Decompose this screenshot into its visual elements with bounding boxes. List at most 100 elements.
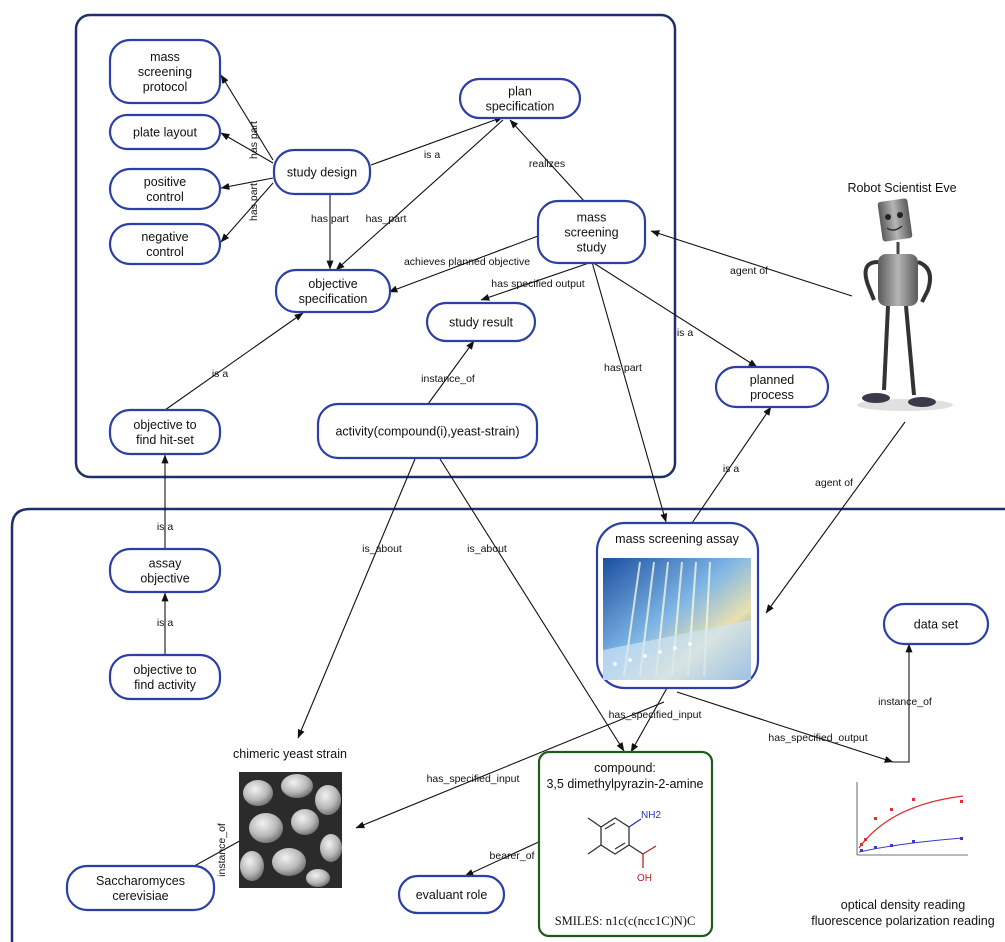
node-plan-specification-line-2: specification bbox=[486, 100, 555, 114]
edge-label-instance-of-data: instance_of bbox=[878, 696, 932, 708]
node-objective-hitset-line-1: objective to bbox=[133, 418, 196, 432]
edge-design-plate bbox=[220, 132, 274, 164]
node-compound: compound: 3,5 dimethylpyrazin-2-amine NH… bbox=[537, 750, 714, 938]
node-evaluant-role-line-1: evaluant role bbox=[416, 888, 488, 902]
edge-robot-study bbox=[650, 230, 853, 297]
node-mass-screening-protocol-line-2: screening bbox=[138, 65, 192, 79]
node-planned-process-line-1: planned bbox=[750, 373, 795, 387]
edge-assay-process bbox=[691, 406, 772, 524]
molecule-structure bbox=[587, 817, 657, 868]
robot-caption: Robot Scientist Eve bbox=[847, 181, 956, 195]
node-positive-control-line-2: control bbox=[146, 190, 184, 204]
edge-label-realizes: realizes bbox=[529, 158, 565, 170]
node-saccharomyces-line-1: Saccharomyces bbox=[96, 874, 185, 888]
node-positive-control-line-1: positive bbox=[144, 175, 186, 189]
molecule-nh2: NH2 bbox=[641, 810, 661, 821]
node-plate-layout-line-1: plate layout bbox=[133, 126, 197, 140]
node-study-result: study result bbox=[425, 301, 537, 343]
node-negative-control-line-2: control bbox=[146, 245, 184, 259]
chimeric-caption: chimeric yeast strain bbox=[233, 747, 347, 761]
edge-design-protocol bbox=[220, 74, 274, 161]
edge-activity-yeast bbox=[297, 458, 416, 739]
node-study-result-line-1: study result bbox=[449, 316, 513, 330]
smiles-caption: SMILES: n1c(c(ncc1C)N)C bbox=[555, 914, 696, 928]
edge-label-instance-of-yeast: instance_of bbox=[216, 823, 228, 877]
edge-assay-yeast bbox=[355, 701, 665, 829]
node-objective-activity-line-1: objective to bbox=[133, 663, 196, 677]
edge-label-has-part-under: has_part bbox=[366, 213, 407, 225]
optical-density-chart bbox=[842, 778, 972, 866]
edge-activity-compound bbox=[439, 458, 625, 752]
edge-activity-result bbox=[427, 340, 475, 405]
edge-robot-assay bbox=[765, 421, 906, 614]
edge-label-is-a-process: is a bbox=[677, 327, 694, 339]
node-mass-screening-study-line-2: screening bbox=[564, 226, 618, 240]
node-data-set: data set bbox=[882, 602, 990, 646]
yeast-micrograph bbox=[239, 772, 342, 888]
node-study-design-line-1: study design bbox=[287, 166, 357, 180]
optical-caption: optical density reading bbox=[841, 898, 965, 912]
node-compound-line1: compound: bbox=[594, 761, 656, 775]
edge-label-has-specified-input-yeast: has_specified_input bbox=[427, 773, 520, 785]
node-mass-screening-protocol-line-1: mass bbox=[150, 50, 180, 64]
node-plan-specification-line-1: plan bbox=[508, 85, 532, 99]
edge-label-has-part-study: has part bbox=[311, 213, 349, 225]
edge-study-result bbox=[480, 261, 593, 301]
edge-label-bearer-of: bearer_of bbox=[490, 850, 535, 862]
node-negative-control-line-1: negative bbox=[141, 230, 188, 244]
edge-study-process bbox=[591, 261, 758, 368]
edge-label-has-part-1: has part bbox=[248, 121, 260, 159]
edge-label-is-a-assay: is a bbox=[723, 463, 740, 475]
edge-hitset-objective bbox=[164, 312, 304, 411]
edge-study-objective bbox=[388, 235, 539, 293]
edge-label-has-specified-input-compound: has_specified_input bbox=[609, 709, 702, 721]
fluorescence-caption: fluorescence polarization reading bbox=[811, 914, 994, 928]
node-study-design: study design bbox=[272, 148, 372, 196]
node-data-set-line-1: data set bbox=[914, 618, 959, 632]
edge-label-instance-of-activity: instance_of bbox=[421, 373, 475, 385]
edge-label-agent-of-study: agent of bbox=[730, 265, 768, 277]
robot-eve-image bbox=[857, 198, 953, 411]
edge-label-is-a-hitset: is a bbox=[157, 521, 174, 533]
node-objective-hitset-line-2: find hit-set bbox=[136, 433, 194, 447]
edge-data-dataset bbox=[893, 643, 913, 763]
edge-label-has-specified-output-result: has specified output bbox=[491, 278, 584, 290]
edge-design-positive bbox=[220, 177, 274, 190]
edge-label-has-specified-output-data: has_specified_output bbox=[768, 732, 867, 744]
node-assay-objective-line-1: assay bbox=[149, 557, 182, 571]
edge-label-has-part-2: has part bbox=[248, 183, 260, 221]
edge-label-is-a-assayobj: is a bbox=[157, 617, 174, 629]
node-mass-screening-study-line-1: mass bbox=[577, 211, 607, 225]
lab-automation-photo bbox=[603, 558, 751, 680]
node-activity: activity(compound(i),yeast-strain) bbox=[316, 402, 539, 460]
node-objective-specification-line-2: specification bbox=[299, 292, 368, 306]
node-activity-line-1: activity(compound(i),yeast-strain) bbox=[335, 425, 519, 439]
node-objective-specification-line-1: objective bbox=[308, 277, 357, 291]
node-saccharomyces-line-2: cerevisiae bbox=[112, 889, 168, 903]
node-planned-process-line-2: process bbox=[750, 388, 794, 402]
node-mass-screening-study-line-3: study bbox=[577, 241, 608, 255]
edge-compound-evaluant bbox=[464, 839, 544, 877]
edge-study-assay bbox=[591, 261, 668, 523]
edge-design-plan bbox=[370, 116, 504, 166]
molecule-oh: OH bbox=[637, 873, 652, 884]
node-plate-layout: plate layout bbox=[108, 113, 222, 151]
experiment-frame bbox=[10, 507, 1005, 942]
edge-label-is-about-2: is_about bbox=[467, 543, 507, 555]
edge-assay-compound bbox=[630, 687, 668, 753]
edge-design-negative bbox=[220, 182, 274, 243]
edge-label-agent-of-assay: agent of bbox=[815, 477, 853, 489]
edge-label-is-a-objective: is a bbox=[212, 368, 229, 380]
node-compound-line2: 3,5 dimethylpyrazin-2-amine bbox=[546, 777, 703, 791]
node-assay-objective-line-2: objective bbox=[140, 572, 189, 586]
